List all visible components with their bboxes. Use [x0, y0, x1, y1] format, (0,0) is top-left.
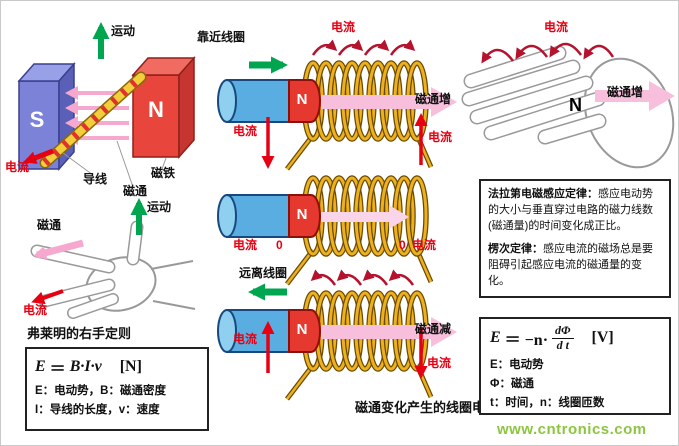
faraday-formula-unit: [V] — [591, 329, 614, 347]
coil-row-approach — [217, 39, 457, 171]
hand-current-arrow — [31, 289, 64, 305]
hand-flux-arrow — [33, 239, 84, 260]
row2-right-current-label: 电流 — [412, 238, 437, 252]
grip-current-label: 电流 — [544, 20, 569, 34]
laws-text-box: 法拉第电磁感应定律：感应电动势的大小与垂直穿过电路的磁力线数(磁通量)的时间变化… — [479, 179, 671, 298]
s-pole-label: S — [29, 107, 45, 132]
faraday-box-line2: Φ：磁通 — [490, 377, 534, 390]
grip-hand-illustration — [461, 42, 675, 169]
coil-end-wires — [285, 133, 434, 171]
top-current-arrows-reversed — [310, 269, 415, 286]
row2-right-zero: 0 — [399, 238, 406, 252]
row1-right-current-label: 电流 — [428, 130, 453, 144]
coil-row-static — [217, 178, 434, 286]
hand-flux-label: 磁通 — [37, 218, 62, 232]
fleming-formula-lhs: E — [35, 358, 46, 375]
row3-right-current-label: 电流 — [427, 356, 452, 370]
faraday-formula-lhs: E — [490, 329, 501, 347]
faraday-box-line3: t：时间，n：线圈匝数 — [490, 396, 605, 409]
fleming-box-line1: E：电动势，B：磁通密度 — [35, 385, 166, 397]
n-pole-label: N — [148, 97, 164, 122]
n-magnet-side — [178, 56, 195, 159]
fleming-hand-illustration — [30, 198, 196, 319]
row1-left-current-label: 电流 — [233, 124, 258, 138]
grip-current-arrows — [481, 42, 615, 64]
conductor-rod — [39, 71, 147, 169]
faraday-formula-box: E ＝ −n· dΦ d t [V] E：电动势 Φ：磁通 t：时间，n：线圈匝… — [479, 317, 671, 415]
wire-label: 导线 — [83, 172, 108, 186]
top-current-arrows — [311, 39, 416, 56]
coil-row-recede — [217, 269, 457, 401]
watermark: www.cntronics.com — [497, 421, 647, 438]
faraday-formula-mid: ＝ −n· — [504, 332, 549, 350]
faraday-law-title: 法拉第电磁感应定律： — [488, 188, 598, 200]
lenz-law-title: 楞次定律： — [488, 242, 543, 255]
row1-top-current-label: 电流 — [331, 20, 356, 34]
fraction-denominator: d t — [556, 337, 569, 352]
row3-n-label: N — [296, 321, 308, 338]
row2-n-label: N — [296, 206, 308, 223]
fleming-formula-eq: ＝ — [49, 361, 66, 378]
row3-left-current-label: 电流 — [233, 332, 258, 346]
faraday-box-line1: E：电动势 — [490, 358, 544, 371]
flux-label: 磁通 — [123, 184, 148, 198]
approach-label: 靠近线圈 — [197, 30, 246, 44]
rod-current-arrow — [23, 148, 54, 164]
magnet-label: 磁铁 — [151, 166, 176, 180]
coil-end-wires — [285, 363, 434, 401]
row2-left-current-label: 电流 — [233, 238, 258, 252]
bar-magnet-illustration — [17, 22, 196, 188]
rod-current-label: 电流 — [5, 160, 30, 174]
leader-lines — [62, 140, 167, 188]
flux-increase-label: 磁通增 — [415, 92, 452, 106]
wrist — [150, 260, 196, 310]
fleming-formula-rhs: B·I·v — [69, 358, 102, 375]
grip-flux-label: 磁通增 — [607, 85, 644, 99]
flux-decrease-label: 磁通减 — [415, 322, 452, 336]
fleming-formula: E ＝ B·I·v [N] — [35, 355, 199, 379]
faraday-law-paragraph: 法拉第电磁感应定律：感应电动势的大小与垂直穿过电路的磁力线数(磁通量)的时间变化… — [488, 187, 662, 235]
fleming-formula-box: E ＝ B·I·v [N] E：电动势，B：磁通密度 I：导线的长度，v：速度 — [25, 347, 209, 431]
faraday-law-body: 感应电动势的大小与垂直穿过电路的磁力线数(磁通量)的时间变化成正比。 — [488, 188, 653, 232]
motion-label: 运动 — [111, 24, 136, 38]
recede-label: 远离线圈 — [239, 266, 288, 280]
row2-left-zero: 0 — [276, 238, 283, 252]
curled-fingers — [461, 45, 607, 145]
lenz-law-paragraph: 楞次定律：感应电流的磁场总是要阻碍引起感应电流的磁通量的变化。 — [488, 242, 662, 290]
hand-motion-label: 运动 — [147, 200, 172, 214]
palm — [583, 57, 675, 169]
faraday-formula: E ＝ −n· dΦ d t [V] — [490, 323, 660, 353]
fraction-numerator: dΦ — [552, 323, 574, 339]
fleming-formula-unit: [N] — [119, 358, 142, 375]
row1-n-label: N — [296, 91, 308, 108]
grip-n-label: N — [569, 95, 582, 115]
coil-caption: 磁通变化产生的线圈电流 — [355, 400, 499, 415]
fleming-title: 弗莱明的右手定则 — [27, 326, 132, 341]
faraday-formula-fraction: dΦ d t — [552, 323, 574, 353]
lenz-law-body: 感应电流的磁场总是要阻碍引起感应电流的磁通量的变化。 — [488, 242, 653, 287]
hand-current-label: 电流 — [23, 303, 48, 317]
fleming-box-line2: I：导线的长度，v：速度 — [35, 404, 160, 416]
